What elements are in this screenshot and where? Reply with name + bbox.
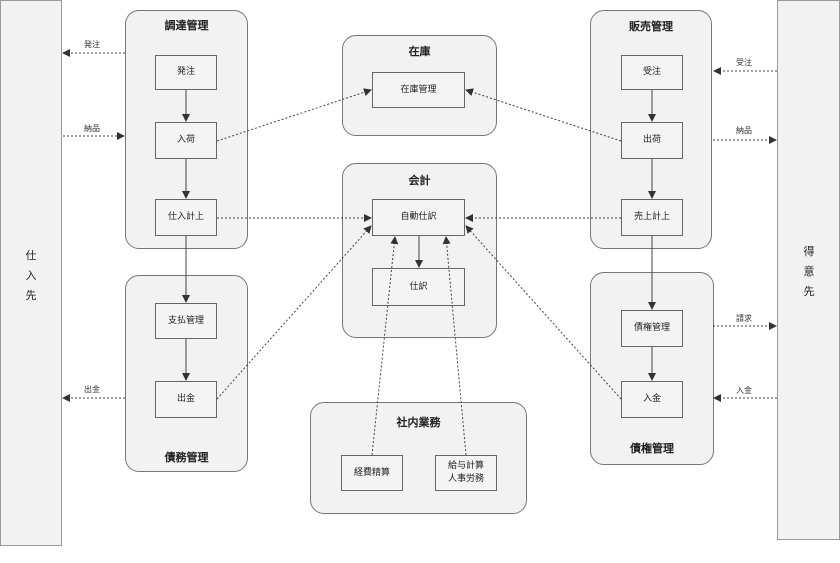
edge-label-payment-out: 出金 (84, 385, 100, 394)
node-payroll: 給与計算 人事労務 (435, 455, 497, 491)
group-procurement-title: 調達管理 (164, 19, 209, 32)
node-sales-booking: 売上計上 (621, 199, 683, 236)
edge-label-order-in: 受注 (736, 58, 752, 67)
node-shipping: 出荷 (621, 122, 683, 159)
node-order-received: 受注 (621, 55, 683, 90)
edge-label-order-out: 発注 (84, 40, 100, 49)
node-inventory-mgmt: 在庫管理 (372, 72, 465, 108)
group-accounting-title: 会計 (408, 174, 431, 187)
node-receivable-mgmt: 債権管理 (621, 310, 683, 347)
edge-label-delivery-out: 納品 (736, 126, 752, 135)
group-inventory-title: 在庫 (408, 45, 431, 58)
edge-receiving-to-inventory (216, 88, 372, 142)
node-receiving: 入荷 (155, 122, 217, 159)
edge-payment-out-to-auto-journal (216, 225, 372, 400)
node-auto-journal: 自動仕訳 (372, 199, 465, 236)
node-payment-mgmt: 支払管理 (155, 303, 217, 339)
node-payment-in: 入金 (621, 381, 683, 418)
node-expense: 経費精算 (341, 455, 403, 491)
edge-expense-to-auto-journal (371, 236, 399, 456)
node-purchase-booking: 仕入計上 (155, 199, 217, 236)
edge-payment-in-to-auto-journal (465, 225, 622, 400)
edge-label-deposit: 入金 (736, 386, 752, 395)
edge-payroll-to-auto-journal (442, 236, 467, 456)
group-payables-title: 債務管理 (164, 451, 209, 464)
edge-label-billing: 請求 (736, 314, 752, 323)
node-payment-out: 出金 (155, 381, 217, 418)
edge-label-delivery-in: 納品 (84, 124, 100, 133)
group-internal-title: 社内業務 (396, 416, 441, 429)
suppliers-label: 仕入先 (25, 249, 37, 302)
suppliers-panel (0, 0, 62, 546)
group-sales-title: 販売管理 (629, 20, 673, 33)
customers-label: 得意先 (803, 245, 815, 298)
customers-panel (777, 0, 840, 540)
group-receivables-title: 債権管理 (630, 442, 674, 455)
node-order: 発注 (155, 55, 217, 90)
edge-shipping-to-inventory (465, 88, 622, 142)
